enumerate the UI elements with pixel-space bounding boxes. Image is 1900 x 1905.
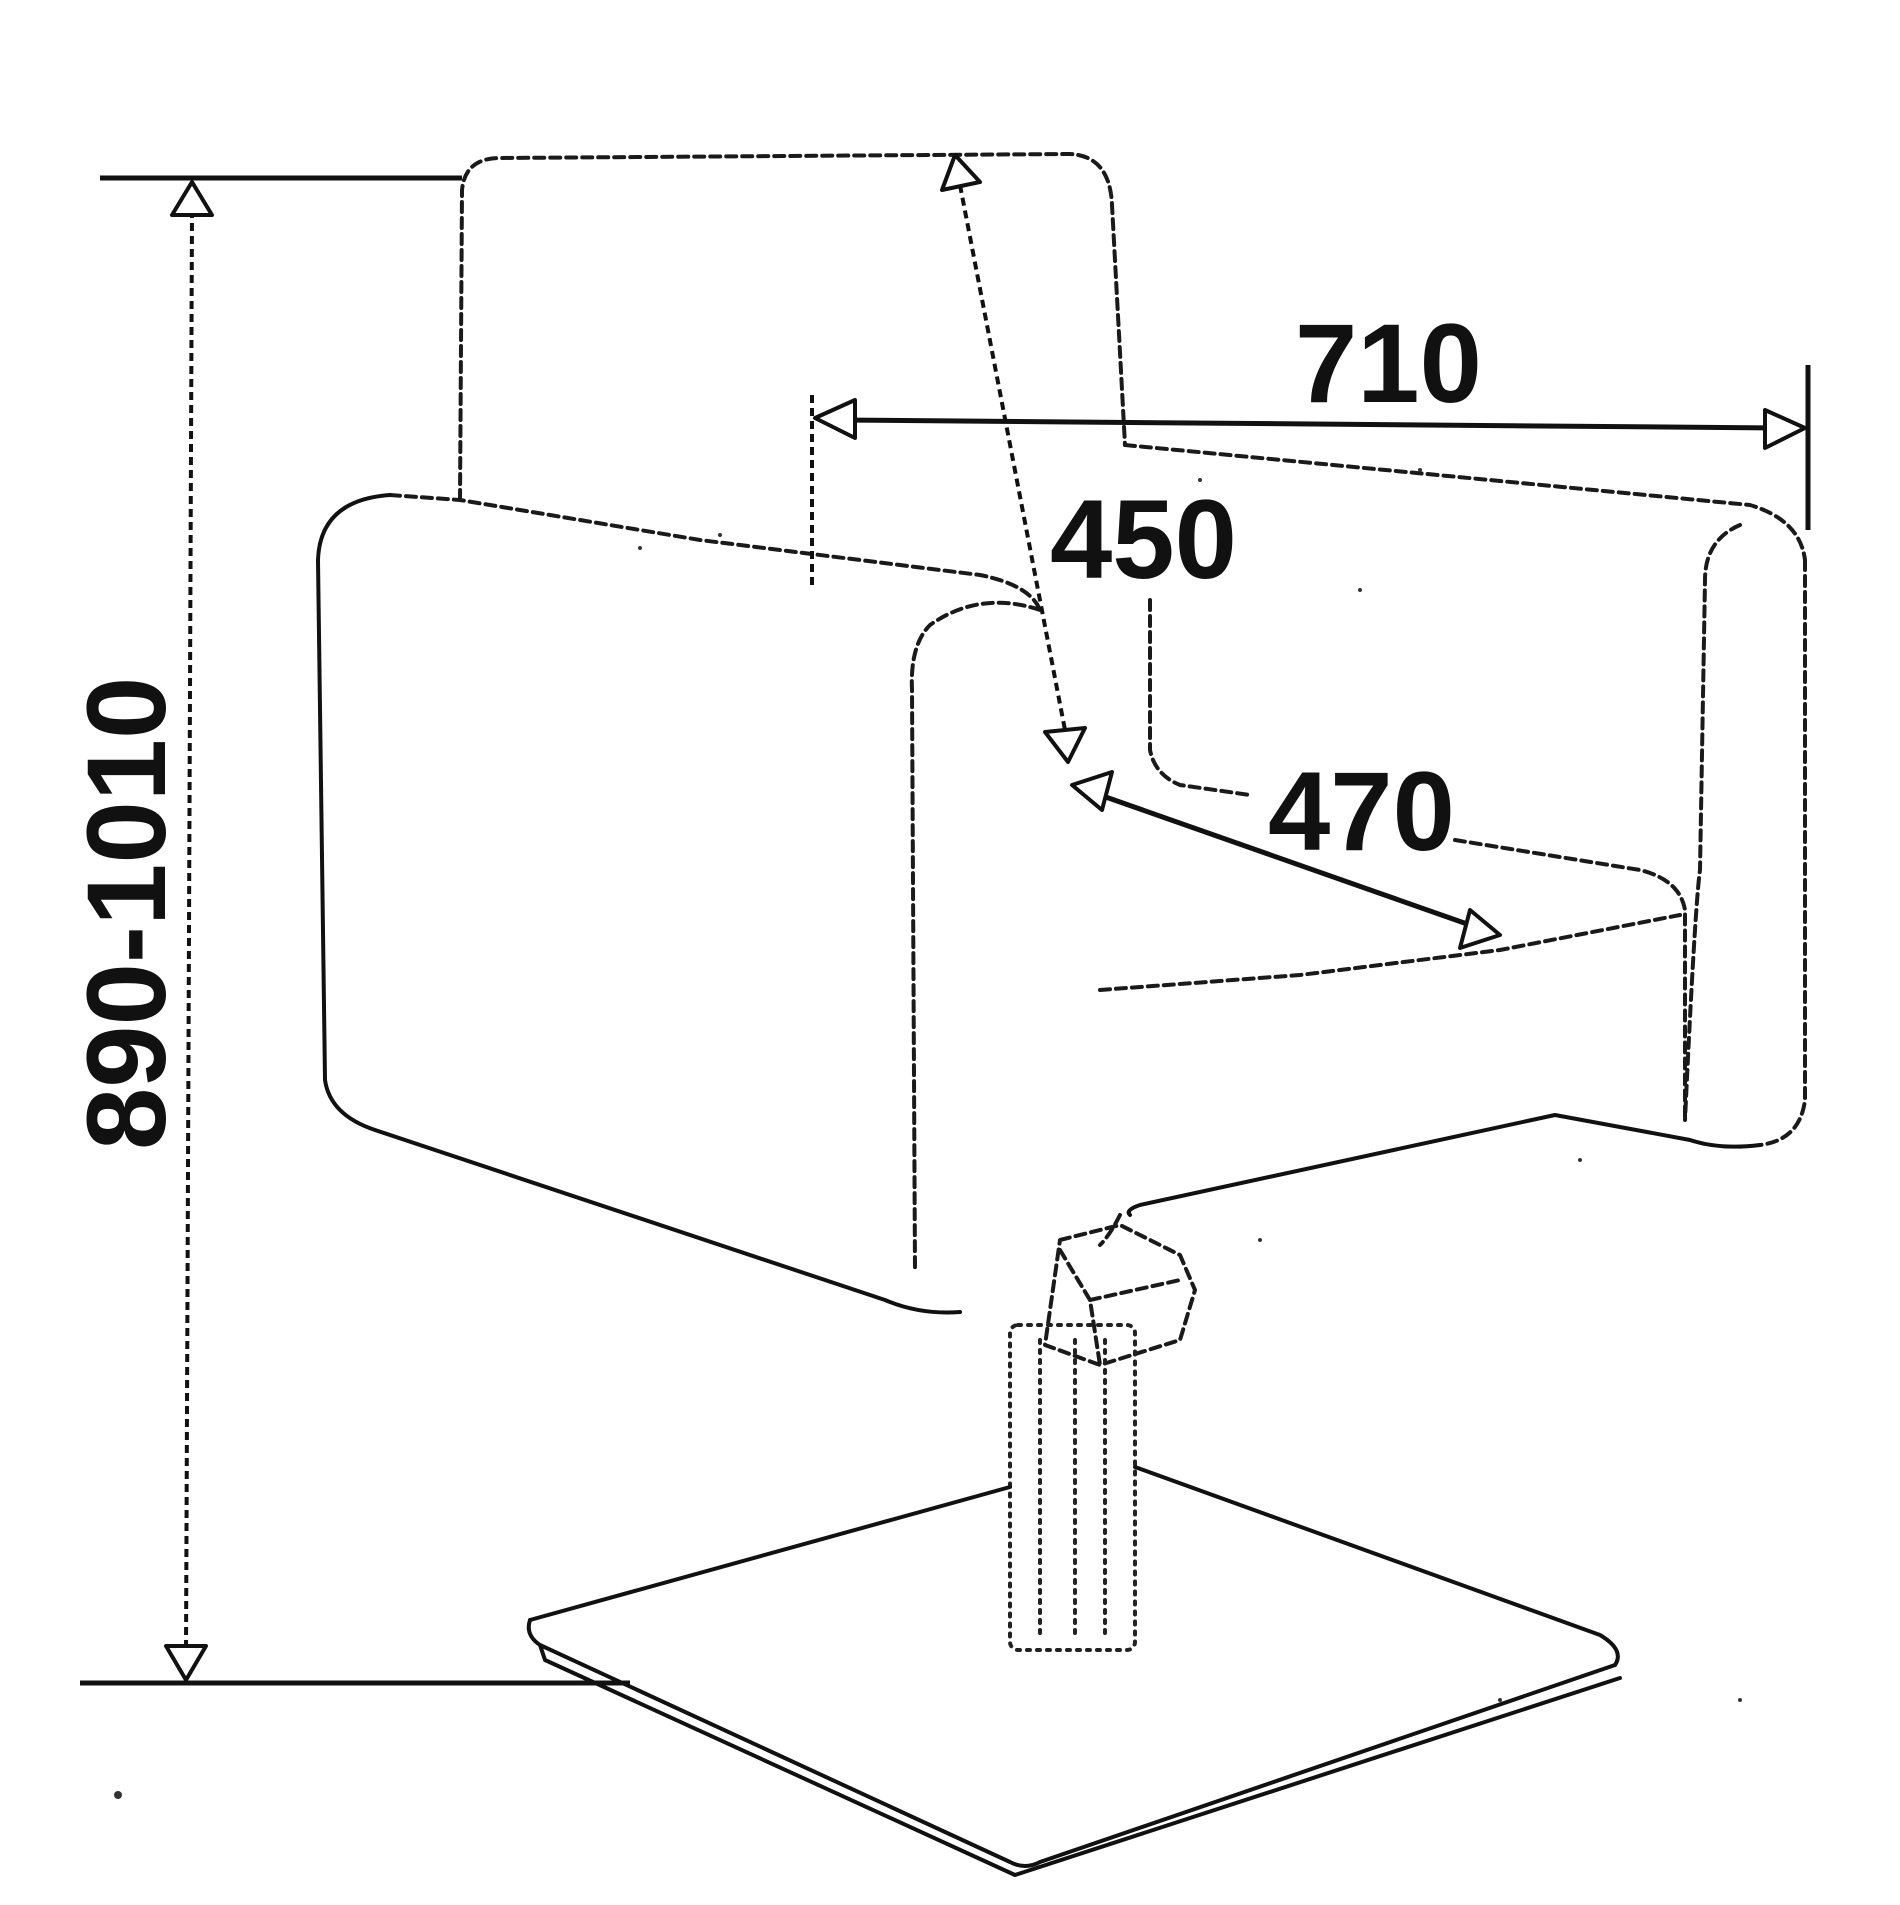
right-arm-outer-face — [1758, 558, 1807, 1147]
base-plate-thickness — [538, 1643, 1622, 1877]
back-height-arrow-bottom — [1043, 726, 1087, 764]
back-height-label: 450 — [1050, 477, 1237, 602]
overall-width-label: 710 — [1295, 301, 1482, 426]
height-arrow-bottom — [164, 1644, 208, 1682]
square-base — [526, 1465, 1622, 1877]
width-arrow-left — [813, 398, 857, 440]
seat-top-edge — [1453, 838, 1687, 1122]
left-arm-top-edge — [388, 493, 1042, 612]
seat-underside — [1098, 1213, 1122, 1247]
dimension-overall-width: 710 — [810, 301, 1811, 590]
seat-front-edge — [1098, 913, 1682, 992]
right-arm-inner-edge — [1683, 523, 1742, 1122]
right-arm-bottom-edge — [1126, 1113, 1762, 1217]
seat-depth-arrow-right — [1458, 908, 1502, 950]
backrest-outline — [458, 152, 1127, 502]
height-arrow-top — [170, 180, 214, 217]
left-arm-inner-face — [909, 600, 1042, 1272]
back-height-arrow-top — [940, 153, 982, 192]
width-dim-line — [839, 417, 1781, 431]
seat-depth-arrow-left — [1070, 770, 1114, 812]
dimension-seat-depth: 470 — [1070, 749, 1502, 950]
seat-depth-label: 470 — [1268, 749, 1455, 874]
pump-housing — [1043, 1223, 1197, 1367]
dimension-overall-height: 890-1010 — [64, 175, 630, 1686]
left-arm-outer-face — [316, 493, 962, 1315]
right-arm-top-edge — [1123, 443, 1807, 562]
column-detail — [1038, 1338, 1107, 1642]
right-arm-inner-top — [1148, 598, 1252, 797]
height-dim-line — [184, 209, 194, 1651]
column-cylinder — [1008, 1323, 1137, 1652]
hydraulic-column — [1008, 1223, 1197, 1652]
overall-height-label: 890-1010 — [64, 677, 189, 1150]
pump-inner — [1058, 1248, 1182, 1367]
base-plate-top — [528, 1465, 1620, 1667]
seat-depth-dim-line — [1099, 792, 1471, 928]
width-arrow-right — [1763, 408, 1807, 450]
chair-outline — [316, 152, 1807, 1315]
scan-speckles — [114, 468, 1742, 1799]
dimension-back-height: 450 — [940, 153, 1237, 764]
base-plate-front — [526, 1618, 1617, 1868]
back-height-dim-line — [958, 184, 1067, 731]
